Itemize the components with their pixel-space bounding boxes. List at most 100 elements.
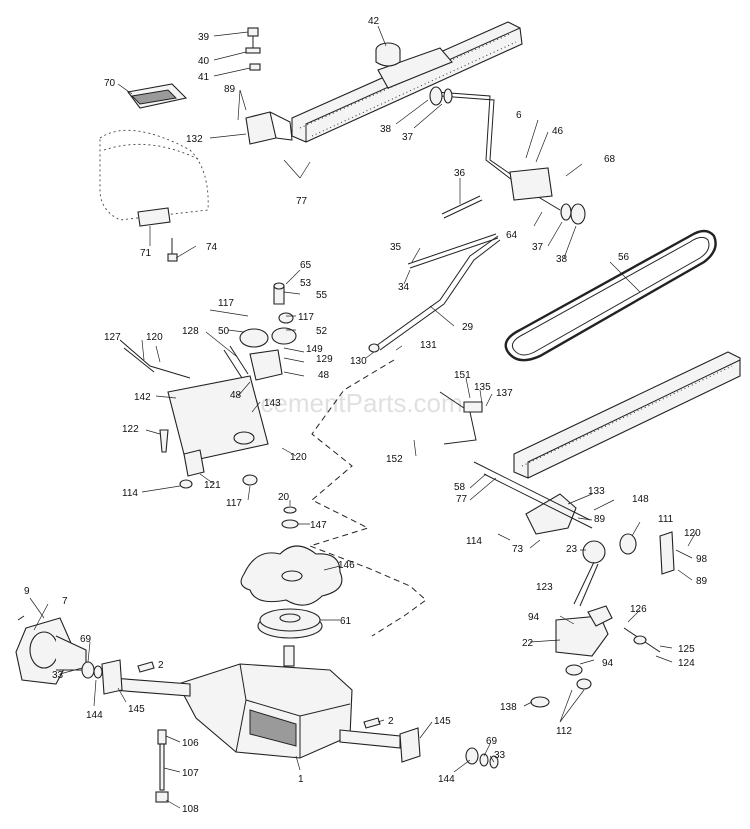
callout-114: 114 (122, 488, 138, 499)
callout-65: 65 (300, 260, 312, 271)
callout-124: 124 (678, 658, 695, 669)
callout-121: 121 (204, 480, 221, 491)
callout-148: 148 (632, 494, 649, 505)
callout-128: 128 (182, 326, 199, 337)
callout-52: 52 (316, 326, 328, 337)
axle-right (339, 729, 401, 749)
callout-147: 147 (310, 520, 327, 531)
callout-111: 111 (658, 514, 674, 525)
callout-132: 132 (186, 134, 203, 145)
rods-58-77 (473, 461, 593, 529)
callout-133: 133 (588, 486, 605, 497)
callout-137: 137 (496, 388, 513, 399)
callout-53: 53 (300, 278, 312, 289)
callout-58: 58 (454, 482, 466, 493)
rod-106-108 (155, 729, 169, 803)
callout-29: 29 (462, 322, 474, 333)
callout-143: 143 (264, 398, 281, 409)
bracket-71 (137, 207, 178, 262)
callout-107: 107 (182, 768, 199, 779)
callout-144: 144 (438, 774, 455, 785)
callout-135: 135 (474, 382, 491, 393)
bushing-38-37-upper (429, 86, 453, 106)
bushing-38-37-lower (560, 203, 586, 225)
left-axle-hardware (17, 615, 123, 695)
belt-route-dashed (308, 359, 427, 637)
callout-48: 48 (318, 370, 330, 381)
callout-108: 108 (182, 804, 199, 815)
callout-42: 42 (368, 16, 380, 27)
callout-1: 1 (298, 774, 304, 785)
callout-114: 114 (466, 536, 482, 547)
callout-64: 64 (506, 230, 518, 241)
pulley-61 (257, 608, 323, 639)
rod-35 (407, 233, 499, 269)
callout-131: 131 (420, 340, 437, 351)
callout-70: 70 (104, 78, 116, 89)
callout-2: 2 (158, 660, 164, 671)
callout-56: 56 (618, 252, 630, 263)
keys-2 (137, 661, 381, 729)
callout-126: 126 (630, 604, 647, 615)
callout-68: 68 (604, 154, 616, 165)
callout-23: 23 (566, 544, 578, 555)
bushing-111 (619, 533, 637, 555)
bracket-98 (659, 531, 675, 575)
callout-117: 117 (218, 298, 234, 309)
callout-39: 39 (198, 32, 210, 43)
callout-89: 89 (224, 84, 236, 95)
control-lever-123 (555, 540, 613, 657)
callout-6: 6 (516, 110, 522, 121)
pedal-pad-70 (127, 83, 188, 109)
callout-149: 149 (306, 344, 323, 355)
callout-120: 120 (146, 332, 163, 343)
callout-37: 37 (402, 132, 414, 143)
leader-lines (29, 25, 697, 809)
idler-assembly (223, 282, 297, 381)
callout-142: 142 (134, 392, 151, 403)
callout-112: 112 (556, 726, 572, 737)
callout-152: 152 (386, 454, 403, 465)
callout-20: 20 (278, 492, 290, 503)
callout-41: 41 (198, 72, 210, 83)
callout-94: 94 (528, 612, 540, 623)
callout-123: 123 (536, 582, 553, 593)
upper-frame-rail (291, 21, 523, 143)
upper-bracket-132 (245, 111, 293, 145)
callout-117: 117 (298, 312, 314, 323)
callout-122: 122 (122, 424, 139, 435)
callout-22: 22 (522, 638, 534, 649)
callout-138: 138 (500, 702, 517, 713)
callout-69: 69 (80, 634, 92, 645)
hub-7 (15, 617, 87, 685)
seat-pan-ghost (99, 129, 209, 221)
callout-33: 33 (494, 750, 506, 761)
small-hardware-left (159, 429, 258, 489)
callout-labels: 39 40 41 42 70 89 132 38 37 6 46 68 77 3… (24, 16, 708, 815)
callout-34: 34 (398, 282, 410, 293)
callout-7: 7 (62, 596, 68, 607)
callout-117: 117 (226, 498, 242, 509)
callout-61: 61 (340, 616, 352, 627)
callout-120: 120 (684, 528, 701, 539)
callout-77: 77 (296, 196, 308, 207)
callout-38: 38 (380, 124, 392, 135)
callout-2: 2 (388, 716, 394, 727)
callout-77: 77 (456, 494, 468, 505)
callout-89: 89 (594, 514, 606, 525)
callout-144: 144 (86, 710, 103, 721)
washers-20-147 (281, 506, 299, 529)
fan-146 (240, 545, 343, 606)
callout-127: 127 (104, 332, 121, 343)
transaxle-1 (177, 645, 353, 759)
drive-belt-56 (504, 229, 717, 362)
callout-50: 50 (218, 326, 230, 337)
shift-rod-29 (368, 235, 501, 353)
callout-33: 33 (52, 670, 64, 681)
callout-120: 120 (290, 452, 307, 463)
callout-48: 48 (230, 390, 242, 401)
callout-94: 94 (602, 658, 614, 669)
callout-98: 98 (696, 554, 708, 565)
callout-71: 71 (140, 248, 152, 259)
